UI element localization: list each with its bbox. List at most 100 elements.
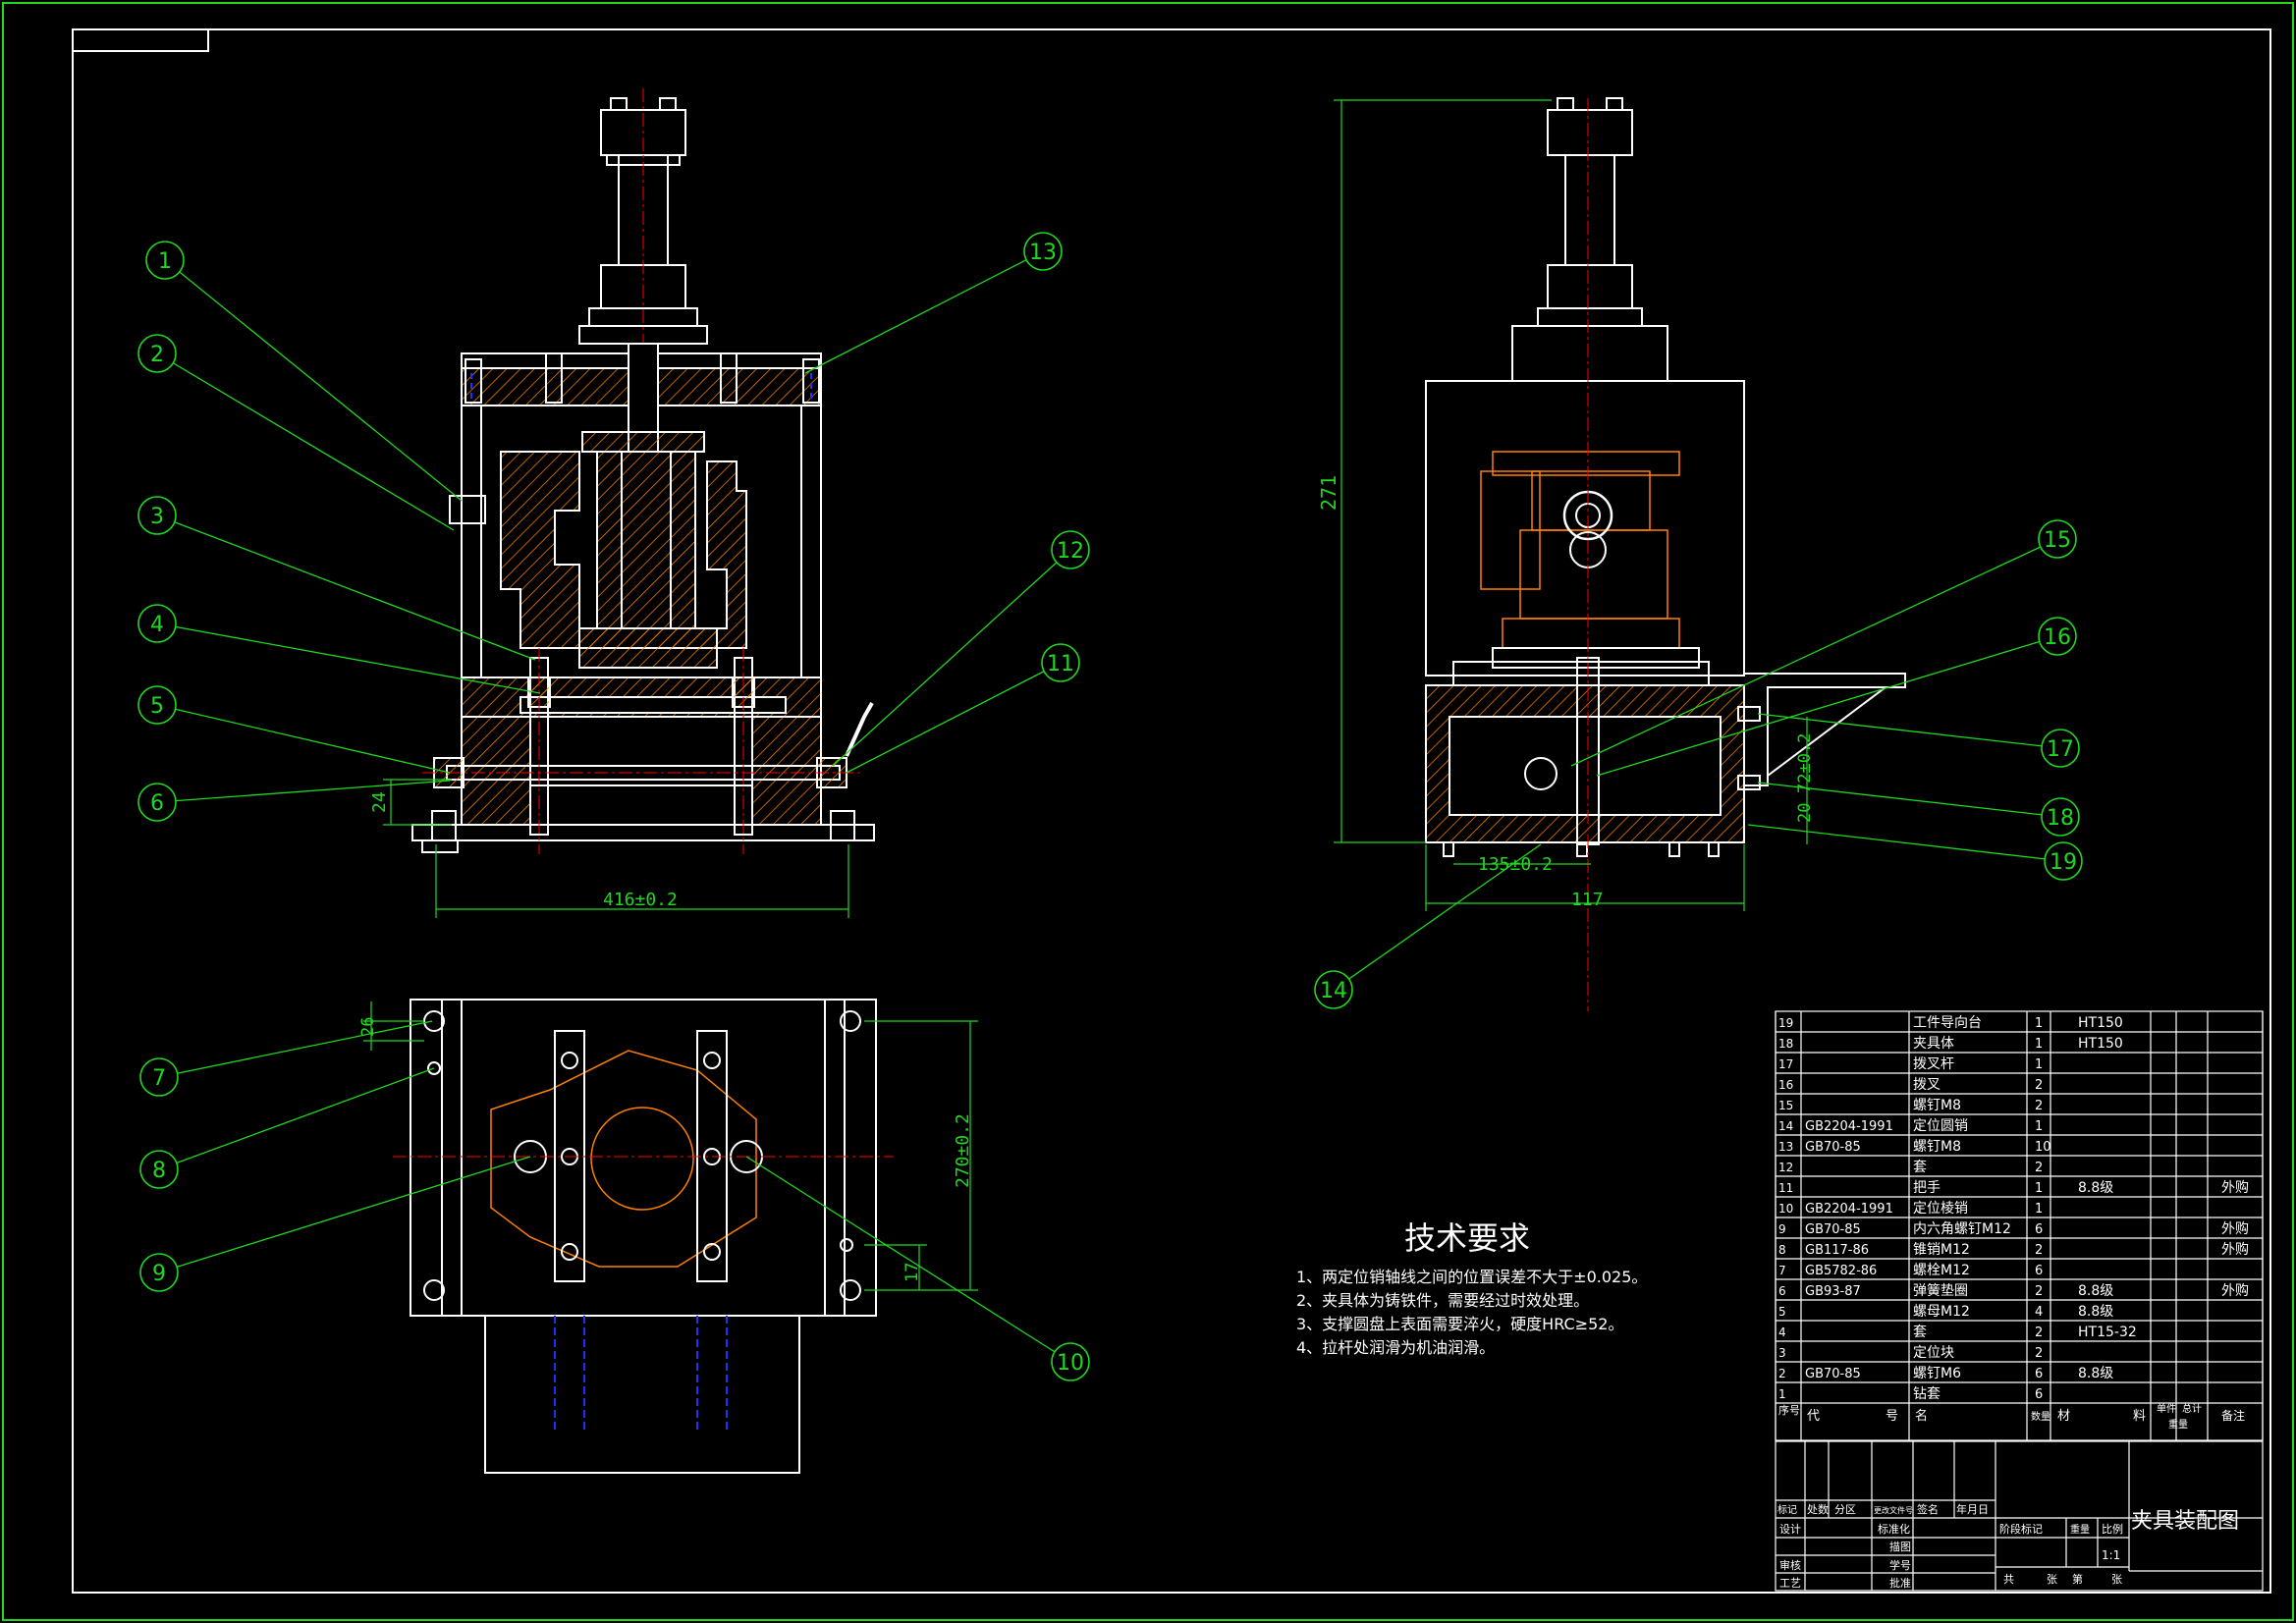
top-view xyxy=(393,999,894,1474)
tb-zone: 分区 xyxy=(1834,1503,1856,1516)
bom-header-code2: 号 xyxy=(1886,1409,1898,1424)
front-dimensions xyxy=(383,779,849,918)
tech-line-1: 1、两定位销轴线之间的位置误差不大于±0.025。 xyxy=(1296,1268,1647,1286)
bom-header-note: 备注 xyxy=(2221,1408,2245,1423)
dim-side-72: 72±0.2 xyxy=(1795,733,1815,793)
balloon-13 xyxy=(1023,232,1063,271)
tb-mark: 标记 xyxy=(1777,1504,1797,1516)
bom-cell-name: 螺钉M8 xyxy=(1913,1139,1961,1155)
bom-cell-name: 定位圆销 xyxy=(1913,1118,1968,1134)
bom-cell-no: 5 xyxy=(1778,1305,1786,1319)
top-dimensions xyxy=(363,1001,978,1291)
tb-scale: 比例 xyxy=(2102,1522,2123,1536)
tb-date: 年月日 xyxy=(1956,1502,1989,1516)
balloon-label-9: 9 xyxy=(152,1262,166,1286)
bom-header-code: 代 xyxy=(1807,1409,1820,1424)
bom-cell-qty: 6 xyxy=(2035,1264,2043,1278)
tb-sheets: 共 xyxy=(2003,1573,2014,1586)
leader-6 xyxy=(156,780,451,803)
leader-1 xyxy=(164,259,463,502)
bom-cell-no: 11 xyxy=(1778,1181,1793,1195)
balloon-label-2: 2 xyxy=(150,343,164,367)
bom-header-qty: 数量 xyxy=(2031,1410,2050,1423)
balloon-label-16: 16 xyxy=(2044,625,2071,650)
bom-cell-name: 定位块 xyxy=(1913,1345,1954,1361)
leader-16 xyxy=(1596,635,2058,777)
bom-cell-note: 外购 xyxy=(2221,1283,2249,1299)
tb-ratio: 1:1 xyxy=(2102,1548,2120,1562)
balloon-9 xyxy=(139,1253,179,1292)
bom-cell-qty: 4 xyxy=(2035,1305,2043,1320)
leader-5 xyxy=(156,704,451,774)
side-dimensions xyxy=(1334,99,1808,911)
bom-cell-note: 外购 xyxy=(2221,1221,2249,1237)
side-view xyxy=(1425,97,1906,1011)
bom-cell-no: 15 xyxy=(1778,1099,1793,1112)
tb-change: 更改文件号 xyxy=(1874,1505,1913,1515)
bom-cell-qty: 1 xyxy=(2035,1037,2043,1052)
leader-8 xyxy=(158,1067,435,1170)
bom-cell-no: 6 xyxy=(1778,1284,1786,1298)
balloon-4 xyxy=(137,604,177,643)
bom-cell-material: 8.8级 xyxy=(2078,1283,2113,1299)
bom-cell-no: 7 xyxy=(1778,1264,1786,1277)
leader-4 xyxy=(156,622,541,694)
tb-drawing-name: 夹具装配图 xyxy=(2131,1509,2239,1534)
leader-12 xyxy=(832,549,1071,767)
tb-design: 设计 xyxy=(1779,1523,1801,1536)
balloon-label-17: 17 xyxy=(2047,737,2074,762)
tb-craft: 工艺 xyxy=(1779,1577,1801,1590)
bom-cell-qty: 10 xyxy=(2035,1140,2051,1155)
tb-drawn: 描图 xyxy=(1889,1540,1911,1553)
bom-cell-qty: 6 xyxy=(2035,1387,2043,1402)
bom-header-weight: 重量 xyxy=(2168,1418,2188,1431)
bom-cell-qty: 2 xyxy=(2035,1346,2043,1361)
bom-cell-name: 螺母M12 xyxy=(1913,1304,1970,1320)
bom-cell-no: 1 xyxy=(1778,1387,1786,1401)
balloon-label-8: 8 xyxy=(152,1159,166,1183)
bom-header-total: 总计 xyxy=(2182,1402,2202,1415)
balloon-label-18: 18 xyxy=(2047,806,2074,831)
balloon-2 xyxy=(137,334,177,373)
balloon-1 xyxy=(145,241,185,280)
front-view xyxy=(411,88,875,854)
bom-cell-no: 2 xyxy=(1778,1367,1786,1380)
balloon-label-14: 14 xyxy=(1320,979,1347,1003)
balloon-19 xyxy=(2044,841,2083,881)
bom-cell-code: GB2204-1991 xyxy=(1805,1119,1893,1134)
bom-cell-no: 9 xyxy=(1778,1222,1786,1236)
balloon-18 xyxy=(2041,797,2080,837)
bom-cell-no: 4 xyxy=(1778,1325,1786,1339)
balloon-label-12: 12 xyxy=(1057,539,1084,564)
tb-approve: 批准 xyxy=(1889,1576,1911,1590)
tb-sheet: 张 xyxy=(2047,1573,2057,1586)
tech-line-3: 3、支撑圆盘上表面需要淬火，硬度HRC≥52。 xyxy=(1296,1315,1623,1333)
bom-header-material: 材 xyxy=(2057,1409,2070,1424)
title-block: 标记 处数 分区 更改文件号 签名 年月日 设计 标准化 描图 审核 学号 工艺… xyxy=(1775,1440,2264,1592)
balloon-label-3: 3 xyxy=(150,505,164,529)
leader-13 xyxy=(804,250,1044,374)
leader-9 xyxy=(158,1156,531,1273)
leader-3 xyxy=(156,514,536,661)
dim-side-20: 20 xyxy=(1795,803,1815,823)
bom-cell-code: GB93-87 xyxy=(1805,1284,1861,1299)
bom-cell-name: 钻套 xyxy=(1913,1386,1941,1402)
bom-header-name: 名 xyxy=(1915,1408,1928,1424)
dim-side-height: 271 xyxy=(1317,475,1340,511)
balloon-label-6: 6 xyxy=(150,791,164,816)
bom-cell-name: 螺钉M8 xyxy=(1913,1098,1961,1113)
bom-cell-qty: 2 xyxy=(2035,1243,2043,1258)
bom-header-unit: 单件 xyxy=(2157,1403,2176,1415)
bom-cell-name: 套 xyxy=(1913,1160,1927,1175)
balloon-label-19: 19 xyxy=(2050,850,2077,875)
bom-cell-qty: 1 xyxy=(2035,1119,2043,1134)
tb-stage: 阶段标记 xyxy=(1999,1522,2043,1536)
balloon-7 xyxy=(139,1057,179,1097)
bom-header-material2: 料 xyxy=(2133,1409,2146,1424)
leader-lines xyxy=(156,250,2064,1363)
tech-title: 技术要求 xyxy=(1404,1219,1530,1257)
balloon-8 xyxy=(139,1150,179,1189)
bom-cell-name: 螺钉M6 xyxy=(1913,1366,1961,1381)
balloon-label-4: 4 xyxy=(150,613,164,637)
